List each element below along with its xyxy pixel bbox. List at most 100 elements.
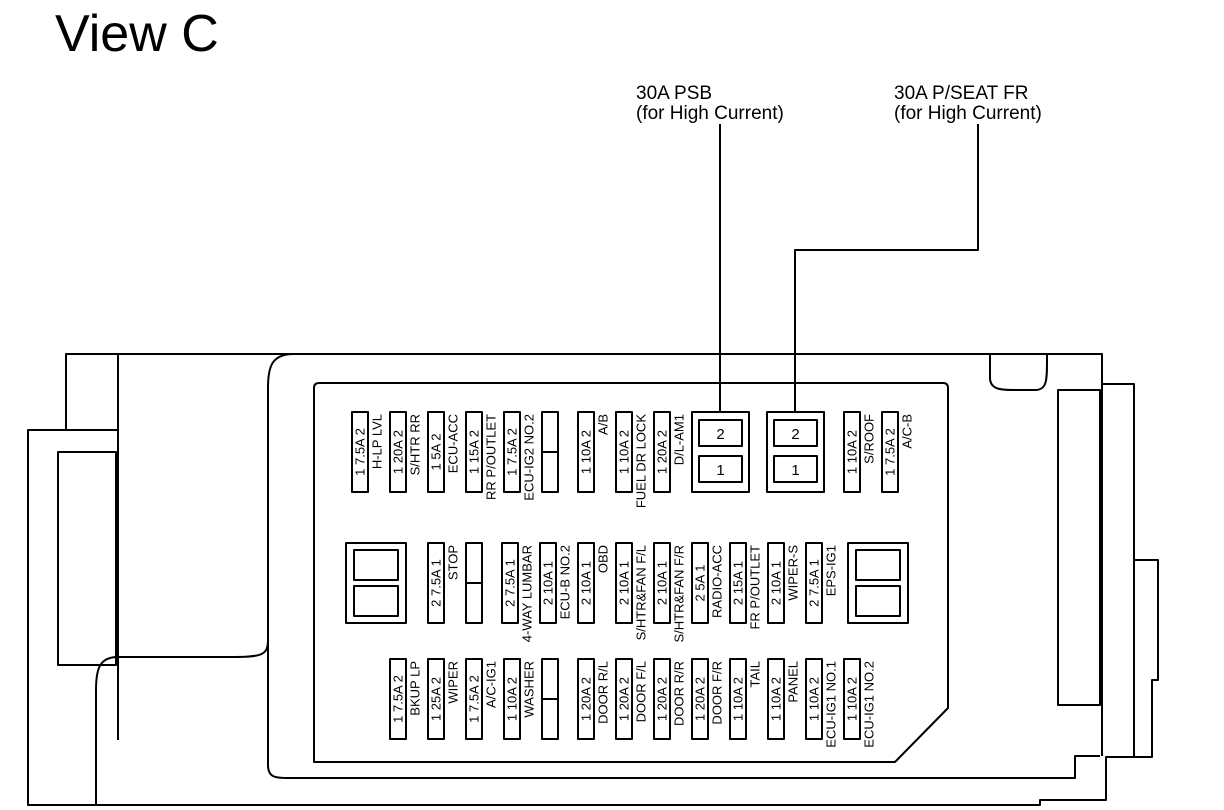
fuse-body — [653, 542, 671, 624]
fuse-label: RADIO-ACC — [710, 545, 725, 618]
fuse-body — [577, 658, 595, 740]
fuse-label: D/L-AM1 — [672, 414, 687, 465]
fuse-label: OBD — [596, 545, 611, 573]
fuse-rating: 1 10A 2 — [731, 677, 746, 721]
fuse-rating: 2 5A 1 — [693, 565, 708, 602]
fuse-label: RR P/OUTLET — [484, 414, 499, 500]
fuse-body — [427, 542, 445, 624]
big-fuse-pseat-pin-2: 2 — [791, 426, 799, 443]
fuse-rating: 1 10A 2 — [579, 430, 594, 474]
fuse-label: DOOR R/L — [596, 661, 611, 724]
fuse-rating: 2 15A 1 — [731, 561, 746, 605]
fuse-body — [389, 411, 407, 493]
fuse-rating: 2 10A 1 — [655, 561, 670, 605]
fuse-label: PANEL — [786, 661, 801, 703]
fuse-rating: 1 7.5A 2 — [353, 428, 368, 476]
fuse-rating: 2 7.5A 1 — [429, 559, 444, 607]
fuse-label: EPS-IG1 — [824, 545, 839, 596]
fuse-rating: 2 7.5A 1 — [807, 559, 822, 607]
fuse-rating: 1 15A 2 — [467, 430, 482, 474]
fuse-tray — [313, 382, 949, 763]
fuse-body — [805, 658, 823, 740]
fuse-label: DOOR R/R — [672, 661, 687, 726]
fuse-label: STOP — [446, 545, 461, 580]
fuse-body — [843, 411, 861, 493]
empty-fuse-slot-row2 — [465, 542, 483, 624]
fuse-body — [615, 411, 633, 493]
fuse-rating: 1 20A 2 — [391, 430, 406, 474]
fuse-label: ECU-IG2 NO.2 — [522, 414, 537, 501]
fuse-rating: 1 7.5A 2 — [391, 675, 406, 723]
fuse-body — [805, 542, 823, 624]
fuse-rating: 1 10A 2 — [617, 430, 632, 474]
fuse-rating: 1 20A 2 — [579, 677, 594, 721]
fuse-box-housing — [27, 353, 1159, 806]
fuse-body — [389, 658, 407, 740]
fuse-rating: 1 20A 2 — [655, 430, 670, 474]
fuse-label: S/HTR&FAN F/L — [634, 545, 649, 640]
fuse-body — [767, 658, 785, 740]
fuse-body — [881, 411, 899, 493]
callout-pseat-note: (for High Current) — [894, 103, 1042, 124]
fuse-body — [577, 542, 595, 624]
fuse-body — [767, 542, 785, 624]
callout-pseat-name: 30A P/SEAT FR — [894, 83, 1029, 104]
fuse-body — [501, 542, 519, 624]
fuse-label: WASHER — [522, 661, 537, 718]
fuse-label: S/HTR&FAN F/R — [672, 545, 687, 643]
fuse-rating: 2 10A 1 — [769, 561, 784, 605]
fuse-label: S/ROOF — [862, 414, 877, 464]
housing-left-notch — [57, 451, 117, 666]
fuse-a-b: 1 10A 2A/B — [577, 411, 611, 493]
fuse-body — [427, 411, 445, 493]
fuse-body — [427, 658, 445, 740]
fuse-body — [653, 658, 671, 740]
fuse-box-cover — [95, 353, 1100, 805]
fuse-label: ECU-IG1 NO.1 — [824, 661, 839, 748]
leader-line-pseat — [794, 124, 979, 412]
fuse-body — [503, 658, 521, 740]
fuse-body — [577, 411, 595, 493]
spare-slot-left — [345, 542, 407, 624]
fuse-body — [653, 411, 671, 493]
fuse-body — [615, 542, 633, 624]
fuse-label: A/B — [596, 414, 611, 435]
fuse-body — [691, 542, 709, 624]
fuse-rating: 1 25A 2 — [429, 677, 444, 721]
fuse-rating: 2 10A 1 — [541, 561, 556, 605]
fuse-label: FR P/OUTLET — [748, 545, 763, 630]
fuse-body — [465, 411, 483, 493]
fuse-rating: 2 10A 1 — [617, 561, 632, 605]
big-fuse-psb-pin-1: 1 — [716, 462, 724, 479]
big-fuse-pseat-pin-1: 1 — [791, 462, 799, 479]
fuse-rating: 1 20A 2 — [693, 677, 708, 721]
fuse-rating: 1 20A 2 — [617, 677, 632, 721]
fuse-rating: 1 10A 2 — [845, 677, 860, 721]
fuse-body — [729, 658, 747, 740]
callout-psb-note: (for High Current) — [636, 103, 784, 124]
fuse-label: WIPER — [446, 661, 461, 704]
fuse-body — [351, 411, 369, 493]
callout-psb-name: 30A PSB — [636, 83, 713, 104]
fuse-rating: 1 7.5A 2 — [467, 675, 482, 723]
